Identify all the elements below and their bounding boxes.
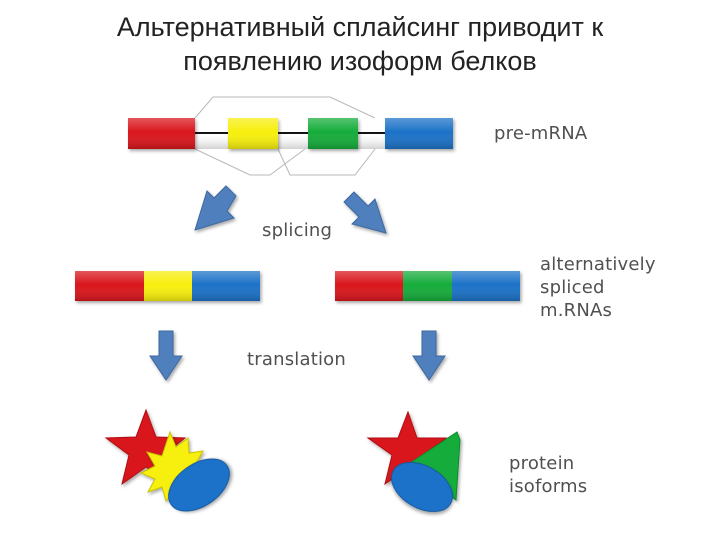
title-line-2: появлению изоформ белков [183, 46, 537, 76]
exon-yellow [228, 118, 278, 149]
exon-yellow [144, 271, 192, 301]
exon-red [335, 271, 403, 301]
splicing-arrow-left [194, 185, 237, 231]
label-protein-line-1: protein [509, 453, 575, 474]
pre-mrna-strand [128, 96, 453, 176]
splicing-arrow-right [343, 191, 387, 234]
splicing-arrows [194, 185, 387, 234]
slide-title: Альтернативный сплайсинг приводит к появ… [0, 10, 720, 78]
splice-guide-lines [194, 96, 376, 176]
label-alt-line-1: alternatively [540, 254, 656, 275]
exon-blue [385, 118, 453, 149]
exon-green [308, 118, 358, 149]
label-alt-line-2: spliced [540, 277, 605, 298]
label-pre-mrna: pre-mRNA [494, 123, 588, 144]
label-translation: translation [247, 349, 346, 370]
translation-arrow-right [412, 330, 446, 381]
exon-blue [452, 271, 520, 301]
mrna-isoform-2 [335, 271, 520, 301]
label-protein-isoforms: protein isoforms [509, 452, 587, 498]
translation-arrow-left [149, 330, 183, 381]
exon-red [128, 118, 195, 149]
exon-blue [192, 271, 260, 301]
label-protein-line-2: isoforms [509, 476, 588, 497]
translation-arrows [149, 330, 446, 381]
protein-domain-blue [391, 461, 453, 513]
protein-domain-blue [168, 458, 230, 512]
exon-red [75, 271, 144, 301]
label-alternatively-spliced-mrnas: alternatively spliced m.RNAs [540, 253, 656, 322]
protein-isoform-2 [366, 410, 461, 513]
label-alt-line-3: m.RNAs [540, 300, 613, 321]
protein-isoform-1 [104, 408, 230, 512]
label-splicing: splicing [262, 220, 333, 241]
exon-green [403, 271, 452, 301]
title-line-1: Альтернативный сплайсинг приводит к [116, 12, 604, 42]
mrna-isoform-1 [75, 271, 260, 301]
